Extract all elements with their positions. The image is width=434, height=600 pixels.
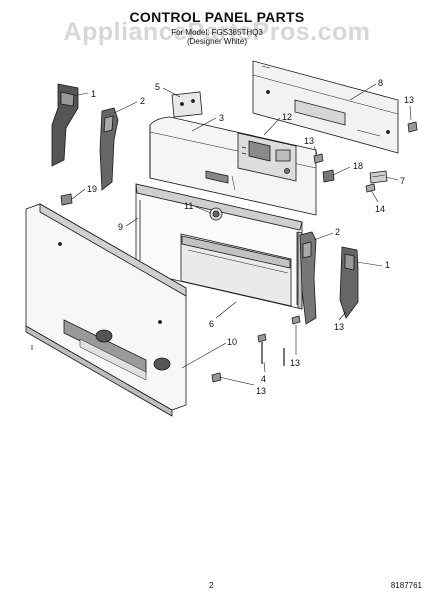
part-screw-lower-b <box>291 315 301 325</box>
watermark-text: AppliancePartsPros.com <box>63 18 371 46</box>
part-terminal <box>369 170 388 184</box>
callout-1a: 1 <box>91 89 96 99</box>
callout-4: 4 <box>261 374 266 384</box>
part-screw-board <box>313 153 324 164</box>
callout-3: 3 <box>219 113 224 123</box>
part-clip <box>322 169 335 183</box>
model-line: For Model: FGS385THQ3 <box>171 28 263 37</box>
part-screw-lower-c <box>211 372 222 383</box>
variant-line: (Designer White) <box>186 37 247 46</box>
callout-9: 9 <box>118 222 123 232</box>
part-end-cap-right <box>339 246 359 319</box>
callout-11: 11 <box>184 201 193 211</box>
callout-2b: 2 <box>335 227 340 237</box>
page-title: CONTROL PANEL PARTS <box>129 9 305 25</box>
callout-1b: 1 <box>385 260 390 270</box>
callout-13c: 13 <box>334 322 344 332</box>
callout-13e: 13 <box>256 386 266 396</box>
document-number: 8187761 <box>390 581 422 590</box>
callout-7: 7 <box>400 176 405 186</box>
callout-18: 18 <box>353 161 363 171</box>
callout-6: 6 <box>209 319 214 329</box>
callout-12: 12 <box>282 112 292 122</box>
callout-14: 14 <box>375 204 385 214</box>
part-spacer <box>60 193 73 206</box>
part-screw-14 <box>365 183 376 193</box>
part-inner-panel <box>180 233 292 307</box>
part-end-bracket-right <box>299 231 317 325</box>
callout-10: 10 <box>227 337 237 347</box>
part-spring-4 <box>261 342 285 366</box>
part-control-board <box>237 132 297 182</box>
part-side-panel <box>25 203 187 417</box>
part-screw-lower-a <box>257 333 267 343</box>
part-round-clip <box>209 207 223 221</box>
callout-13b: 13 <box>304 136 314 146</box>
part-rear-panel <box>252 60 399 154</box>
part-end-cap-left <box>51 83 79 167</box>
callout-8: 8 <box>378 78 383 88</box>
callout-13d: 13 <box>290 358 300 368</box>
part-bracket <box>171 91 203 118</box>
part-end-bracket-left <box>99 107 119 191</box>
callout-labels: 1 2 5 3 8 13 12 13 18 7 14 19 11 9 2 1 6… <box>87 78 414 396</box>
leader-lines <box>71 83 412 386</box>
callout-5: 5 <box>155 82 160 92</box>
callout-19: 19 <box>87 184 97 194</box>
callout-13a: 13 <box>404 95 414 105</box>
page-number: 2 <box>209 581 214 590</box>
callout-2a: 2 <box>140 96 145 106</box>
part-screw-right-top <box>407 121 418 133</box>
